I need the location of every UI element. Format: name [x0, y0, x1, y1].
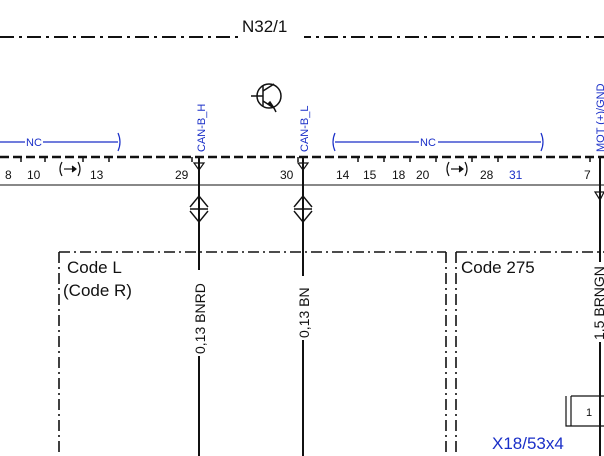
pin-number: 15: [363, 168, 377, 182]
pin-number: 14: [336, 168, 350, 182]
code-box-left: [58, 251, 447, 456]
pin-end-marker: [593, 191, 604, 202]
code-label-left-2: (Code R): [63, 281, 132, 300]
pin-number: 8: [5, 168, 12, 182]
wire-label-can-high: 0,13 BNRD: [192, 283, 208, 354]
code-box-right: [455, 251, 604, 456]
code-label-left-1: Code L: [67, 258, 122, 277]
nc-bracket-left: [0, 132, 121, 152]
code-label-right: Code 275: [461, 258, 535, 277]
connector-label: X18/53x4: [492, 434, 564, 453]
nc-label-left: NC: [26, 137, 42, 149]
signal-can-high: CAN-B_H: [196, 104, 208, 152]
bridge-symbol-icon: [59, 161, 81, 177]
connector-pin: 1: [586, 407, 592, 419]
pin-number: 31: [509, 168, 523, 182]
pin-number: 13: [90, 168, 104, 182]
pin-number: 29: [175, 168, 189, 182]
signal-can-low: CAN-B_L: [299, 106, 311, 152]
pin-end-marker: [192, 162, 206, 172]
pin-number: 30: [280, 168, 294, 182]
wire-label-mot: 1,5 BRNGN: [591, 266, 604, 340]
pin-end-marker: [296, 162, 310, 172]
signal-mot: MOT (+)/GND: [595, 83, 604, 152]
pin-number: 7: [584, 168, 591, 182]
bridge-symbol-icon: [446, 161, 468, 177]
pin-number: 18: [392, 168, 406, 182]
wire-coupling-icon: [189, 194, 209, 224]
nc-bracket-right: [332, 132, 544, 152]
nc-label-right: NC: [420, 137, 436, 149]
component-label: N32/1: [242, 17, 287, 36]
wire-coupling-icon: [293, 194, 313, 224]
pin-ticks: [20, 157, 591, 162]
connector-x18-symbol: [565, 395, 604, 427]
wire-label-can-low: 0,13 BN: [296, 287, 312, 338]
pin-number: 28: [480, 168, 494, 182]
pin-number: 20: [416, 168, 430, 182]
pin-number: 10: [27, 168, 41, 182]
transistor-icon: [251, 83, 282, 113]
